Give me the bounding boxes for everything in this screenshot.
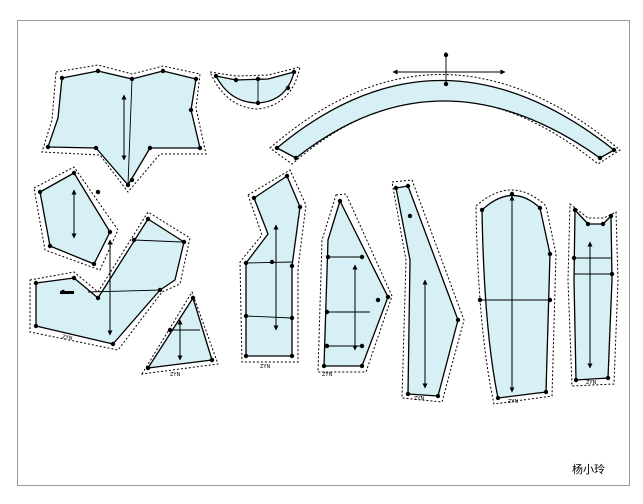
- piece-mark-cuff-panel: ZYN: [586, 380, 596, 386]
- pattern-piece-sleeve-strip: [391, 179, 465, 403]
- piece-mark-gusset: ZYN: [170, 372, 180, 378]
- piece-mark-front-lower: ZYN: [62, 334, 73, 342]
- author-name: 杨小玲: [572, 463, 605, 476]
- pattern-piece-gusset: [141, 290, 219, 375]
- piece-mark-side-front: ZYN: [260, 364, 270, 370]
- pattern-piece-cuff-panel: [567, 202, 619, 387]
- pattern-piece-front-upper: [33, 166, 119, 271]
- page-frame: [17, 20, 630, 486]
- pattern-piece-waistband: [269, 52, 621, 165]
- pattern-piece-back-bodice: [41, 64, 207, 193]
- pattern-piece-side-front: [239, 169, 307, 363]
- pattern-piece-collar: [209, 66, 301, 110]
- pattern-piece-side-panel: [317, 193, 393, 373]
- piece-mark-sleeve-strip: ZYN: [414, 396, 424, 402]
- piece-mark-sleeve: ZYN: [508, 399, 518, 405]
- pattern-piece-sleeve: [475, 189, 557, 405]
- pattern-piece-front-lower: [29, 211, 191, 351]
- piece-mark-side-panel: ZYN: [322, 372, 332, 378]
